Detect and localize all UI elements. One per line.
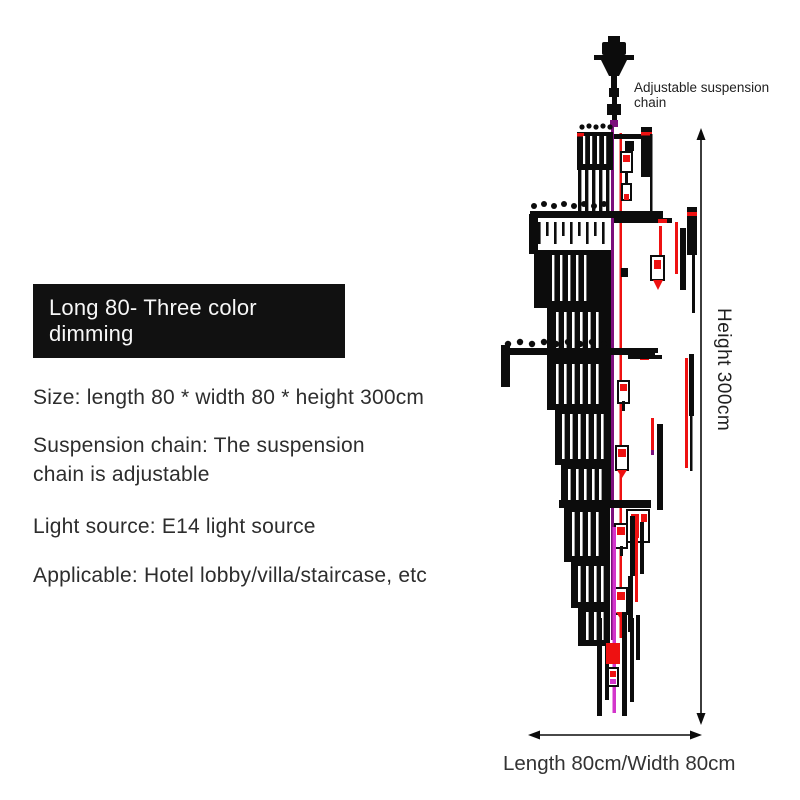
product-badge: Long 80- Three color dimming bbox=[33, 284, 345, 358]
tier-1 bbox=[577, 123, 653, 214]
ceiling-canopy bbox=[594, 36, 634, 76]
spec-light-source: Light source: E14 light source bbox=[33, 515, 316, 538]
spec-applicable: Applicable: Hotel lobby/villa/staircase,… bbox=[33, 564, 427, 587]
footprint-dimension-label: Length 80cm/Width 80cm bbox=[503, 752, 736, 775]
tier-4 bbox=[559, 500, 651, 646]
suspension-chain bbox=[607, 76, 621, 127]
spec-size: Size: length 80 * width 80 * height 300c… bbox=[33, 386, 425, 409]
product-badge-label: Long 80- Three color dimming bbox=[49, 295, 257, 346]
width-arrow bbox=[528, 730, 702, 740]
height-arrow bbox=[696, 128, 706, 725]
tier-3 bbox=[501, 338, 694, 510]
height-dimension-label: Height 300cm bbox=[713, 308, 734, 432]
tail-tier bbox=[597, 527, 640, 716]
suspension-chain-label: Adjustable suspension chain bbox=[634, 80, 770, 110]
spec-suspension-chain: Suspension chain: The suspension chain i… bbox=[33, 434, 365, 486]
